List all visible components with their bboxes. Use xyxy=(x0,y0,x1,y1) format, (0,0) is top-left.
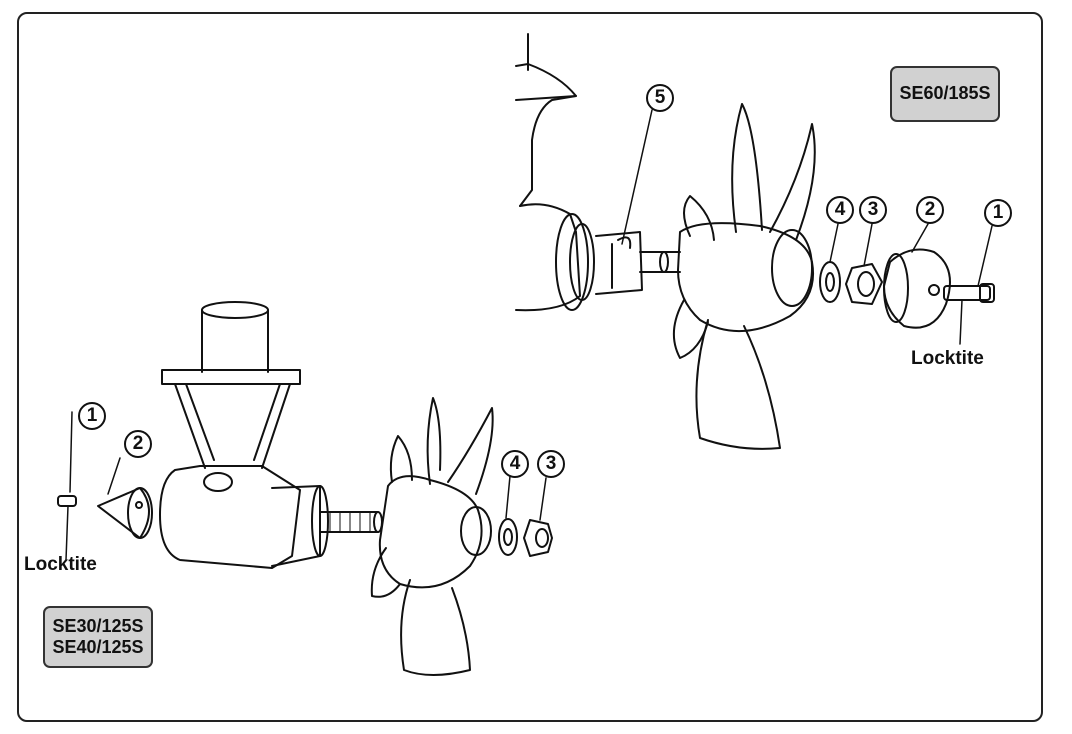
callout-nut-right: 3 xyxy=(859,196,887,224)
model-label-se30: SE30/125S xyxy=(52,616,144,636)
large-propeller xyxy=(673,103,816,450)
callout-cone-left: 2 xyxy=(124,430,152,458)
model-badge-small: SE30/125S SE40/125S xyxy=(43,606,153,668)
small-gearbox-assembly xyxy=(159,301,383,569)
diagram-frame xyxy=(17,12,1043,722)
callout-screw-left: 1 xyxy=(78,402,106,430)
callout-washer-left: 4 xyxy=(501,450,529,478)
large-washer-nut-cone-screw xyxy=(819,248,995,329)
callout-nut-left: 3 xyxy=(537,450,565,478)
callout-screw-right: 1 xyxy=(984,199,1012,227)
small-cone-and-screw xyxy=(57,411,153,561)
callout-pin-right: 5 xyxy=(646,84,674,112)
model-label-se40: SE40/125S xyxy=(52,637,144,657)
large-gearbox-assembly xyxy=(515,33,681,312)
small-propeller xyxy=(370,397,494,676)
callout-cone-right: 2 xyxy=(916,196,944,224)
model-badge-large: SE60/185S xyxy=(890,66,1000,122)
callout-washer-right: 4 xyxy=(826,196,854,224)
locktite-label-right: Locktite xyxy=(911,348,984,369)
leader-lines xyxy=(505,109,993,521)
model-label-se60: SE60/185S xyxy=(899,83,991,103)
small-washer-and-nut xyxy=(498,518,553,557)
locktite-label-left: Locktite xyxy=(24,554,97,575)
